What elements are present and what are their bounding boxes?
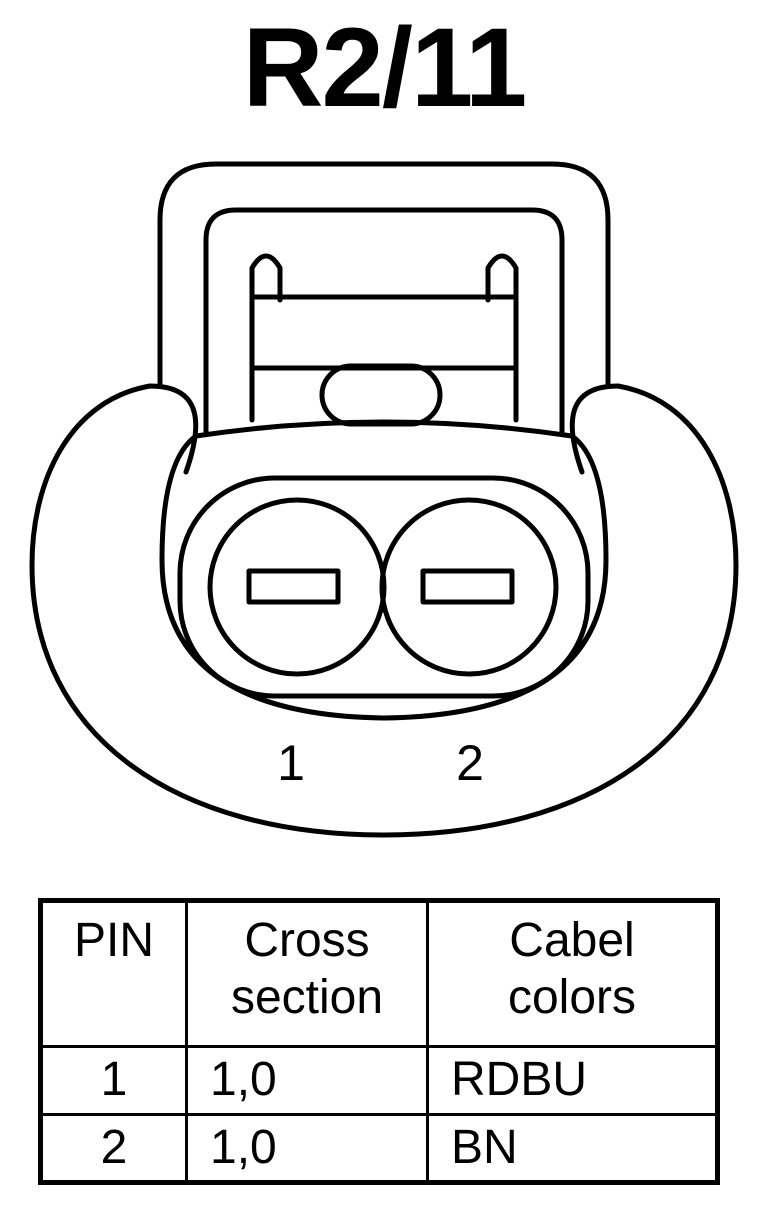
connector-diagram: 1 2 <box>29 161 739 838</box>
table-row: 1 1,0 RDBU <box>39 1045 719 1116</box>
latch-tab-right <box>485 253 519 423</box>
row-1-cross-section: 1,0 <box>185 1045 429 1116</box>
header-cross-line1: Cross <box>244 914 370 967</box>
locking-clip-outer <box>157 161 611 389</box>
pin-socket-2 <box>379 497 559 677</box>
row-1-cable-color: RDBU <box>426 1045 719 1116</box>
header-pin-label: PIN <box>73 914 154 967</box>
table-header-row: PIN Cross section Cabel colors <box>39 899 719 1048</box>
pin-terminal-1 <box>246 568 341 605</box>
pin-label-2: 2 <box>456 735 484 791</box>
latch-release-button <box>319 363 443 427</box>
header-color-line1: Cabel <box>509 914 635 967</box>
pin-label-1: 1 <box>277 735 305 791</box>
row-2-pin: 2 <box>39 1113 188 1184</box>
header-color-line2: colors <box>507 970 637 1024</box>
pin-cavity-surround <box>177 475 591 699</box>
pin-socket-1 <box>207 497 387 677</box>
header-cable-colors: Cabel colors <box>426 899 719 1048</box>
header-cross-section: Cross section <box>185 899 429 1048</box>
pin-terminal-2 <box>420 568 515 605</box>
row-1-pin: 1 <box>39 1045 188 1116</box>
table-row: 2 1,0 BN <box>39 1113 719 1184</box>
pin-assignment-table: PIN Cross section Cabel colors 1 1,0 RDB… <box>38 898 720 1185</box>
latch-tab-left <box>249 253 283 423</box>
header-pin: PIN <box>39 899 188 1048</box>
connector-housing-outline <box>29 383 739 838</box>
header-cross-line2: section <box>230 970 384 1024</box>
locking-clip-inner <box>203 207 565 435</box>
row-2-cable-color: BN <box>426 1113 719 1184</box>
connector-title: R2/11 <box>242 5 528 130</box>
row-2-cross-section: 1,0 <box>185 1113 429 1184</box>
